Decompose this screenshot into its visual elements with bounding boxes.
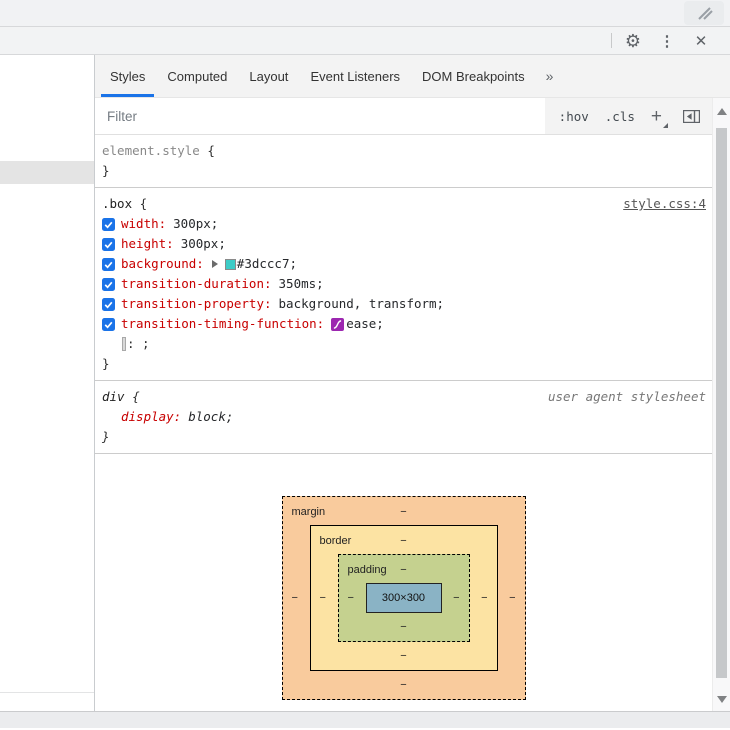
border-bottom-value[interactable]: − [400, 650, 407, 662]
rule-element-style: element.style { } [95, 135, 712, 188]
rule-div-user-agent: div { user agent stylesheet display:bloc… [95, 381, 712, 454]
box-model-padding[interactable]: padding − − − − 300×300 [337, 554, 470, 642]
rule-selector-line[interactable]: div { [102, 389, 140, 404]
padding-right-value[interactable]: − [453, 592, 460, 604]
property-enabled-checkbox[interactable] [102, 237, 115, 251]
browser-top-strip [0, 0, 730, 27]
styles-filter-bar: :hov .cls + [95, 98, 712, 135]
devtools-bottom-edge [0, 711, 730, 728]
dropdown-corner-icon [663, 122, 668, 128]
sidebar-panel-icon [683, 109, 700, 123]
rule-close-brace: } [102, 429, 110, 444]
box-model-margin[interactable]: margin − − − − border − − − − [281, 496, 526, 700]
rule-close-brace: } [102, 356, 110, 371]
padding-bottom-value[interactable]: − [400, 621, 407, 633]
stylesheet-source-link[interactable]: style.css:4 [623, 196, 706, 211]
css-property-row-background[interactable]: background: #3dccc7; [102, 254, 706, 274]
checkmark-icon [104, 281, 113, 288]
box-model-diagram: margin − − − − border − − − − [95, 454, 712, 700]
cubic-bezier-icon[interactable] [331, 317, 345, 331]
filter-controls: :hov .cls + [544, 98, 712, 134]
box-model-content[interactable]: 300×300 [365, 583, 442, 613]
box-model-border[interactable]: border − − − − padding − − − [309, 525, 498, 671]
property-enabled-checkbox[interactable] [102, 317, 115, 331]
margin-label: margin [291, 506, 326, 518]
tab-layout[interactable]: Layout [249, 68, 289, 84]
settings-button[interactable]: ⚙ [616, 28, 650, 54]
checkmark-icon [104, 321, 113, 328]
css-property-row-display[interactable]: display:block; [121, 409, 234, 424]
filter-input-wrap [95, 98, 545, 134]
element-classes-button[interactable]: .cls [604, 108, 635, 124]
devtools-resize-handle[interactable] [684, 1, 724, 25]
tab-computed[interactable]: Computed [167, 68, 228, 84]
new-style-rule-button[interactable]: + [651, 107, 668, 128]
checkmark-icon [104, 241, 113, 248]
css-property-row-transition-property[interactable]: transition-property:background, transfor… [102, 294, 706, 314]
margin-right-value[interactable]: − [509, 592, 516, 604]
border-left-value[interactable]: − [319, 592, 326, 604]
text-caret [122, 337, 126, 351]
tab-overflow-chevron[interactable]: » [545, 68, 554, 84]
checkmark-icon [104, 221, 113, 228]
border-top-value[interactable]: − [400, 535, 407, 547]
tab-dom-breakpoints[interactable]: DOM Breakpoints [422, 68, 525, 84]
checkmark-icon [104, 301, 113, 308]
kebab-menu-icon: ⋮ [659, 32, 675, 50]
styles-scrollbar[interactable] [712, 98, 730, 711]
property-enabled-checkbox[interactable] [102, 277, 115, 291]
border-label: border [319, 535, 352, 547]
padding-label: padding [347, 564, 387, 576]
toggle-element-state-button[interactable]: :hov [558, 108, 589, 124]
resize-grip-icon [698, 7, 713, 20]
close-icon: ✕ [694, 32, 708, 50]
more-options-button[interactable]: ⋮ [650, 28, 684, 54]
selected-element-row[interactable] [0, 161, 94, 184]
css-property-row-transition-duration[interactable]: transition-duration:350ms; [102, 274, 706, 294]
tab-styles[interactable]: Styles [99, 55, 156, 97]
scrollbar-thumb[interactable] [716, 128, 727, 678]
styles-sections: element.style { } .box { style.css:4 wid… [95, 135, 712, 711]
css-property-row-width[interactable]: width:300px; [102, 214, 706, 234]
devtools-main: Styles Computed Layout Event Listeners D… [0, 55, 730, 711]
sidebar-tabbar: Styles Computed Layout Event Listeners D… [95, 55, 730, 98]
styles-sidebar: Styles Computed Layout Event Listeners D… [95, 55, 730, 711]
margin-bottom-value[interactable]: − [400, 679, 407, 691]
margin-left-value[interactable]: − [291, 592, 298, 604]
content-size-value[interactable]: 300×300 [381, 592, 426, 604]
scrollbar-down-arrow[interactable] [717, 696, 727, 703]
rule-box: .box { style.css:4 width:300px; height:3… [95, 188, 712, 381]
css-property-row-height[interactable]: height:300px; [102, 234, 706, 254]
padding-left-value[interactable]: − [347, 592, 354, 604]
close-devtools-button[interactable]: ✕ [684, 28, 718, 54]
border-right-value[interactable]: − [481, 592, 488, 604]
new-property-editor[interactable]: : ; [122, 334, 706, 354]
elements-pane [0, 55, 95, 711]
padding-top-value[interactable]: − [400, 564, 407, 576]
rule-selector-line[interactable]: .box { [102, 196, 148, 211]
elements-pane-divider [0, 692, 94, 693]
property-enabled-checkbox[interactable] [102, 257, 115, 271]
scrollbar-up-arrow[interactable] [717, 108, 727, 115]
tab-event-listeners[interactable]: Event Listeners [310, 68, 401, 84]
color-swatch[interactable] [224, 258, 236, 270]
user-agent-stylesheet-label: user agent stylesheet [547, 389, 706, 404]
expand-shorthand-icon[interactable] [211, 260, 218, 268]
devtools-toolbar: ⚙ ⋮ ✕ [0, 27, 730, 55]
checkmark-icon [104, 261, 113, 268]
styles-filter-input[interactable] [95, 108, 545, 124]
computed-sidebar-toggle-button[interactable] [683, 109, 700, 123]
rule-close-brace: } [102, 163, 110, 178]
css-property-row-transition-timing-function[interactable]: transition-timing-function: ease; [102, 314, 706, 334]
margin-top-value[interactable]: − [400, 506, 407, 518]
property-enabled-checkbox[interactable] [102, 217, 115, 231]
gear-icon: ⚙ [624, 30, 642, 51]
property-enabled-checkbox[interactable] [102, 297, 115, 311]
toolbar-separator [611, 33, 612, 48]
rule-selector-line[interactable]: element.style { [102, 143, 215, 158]
